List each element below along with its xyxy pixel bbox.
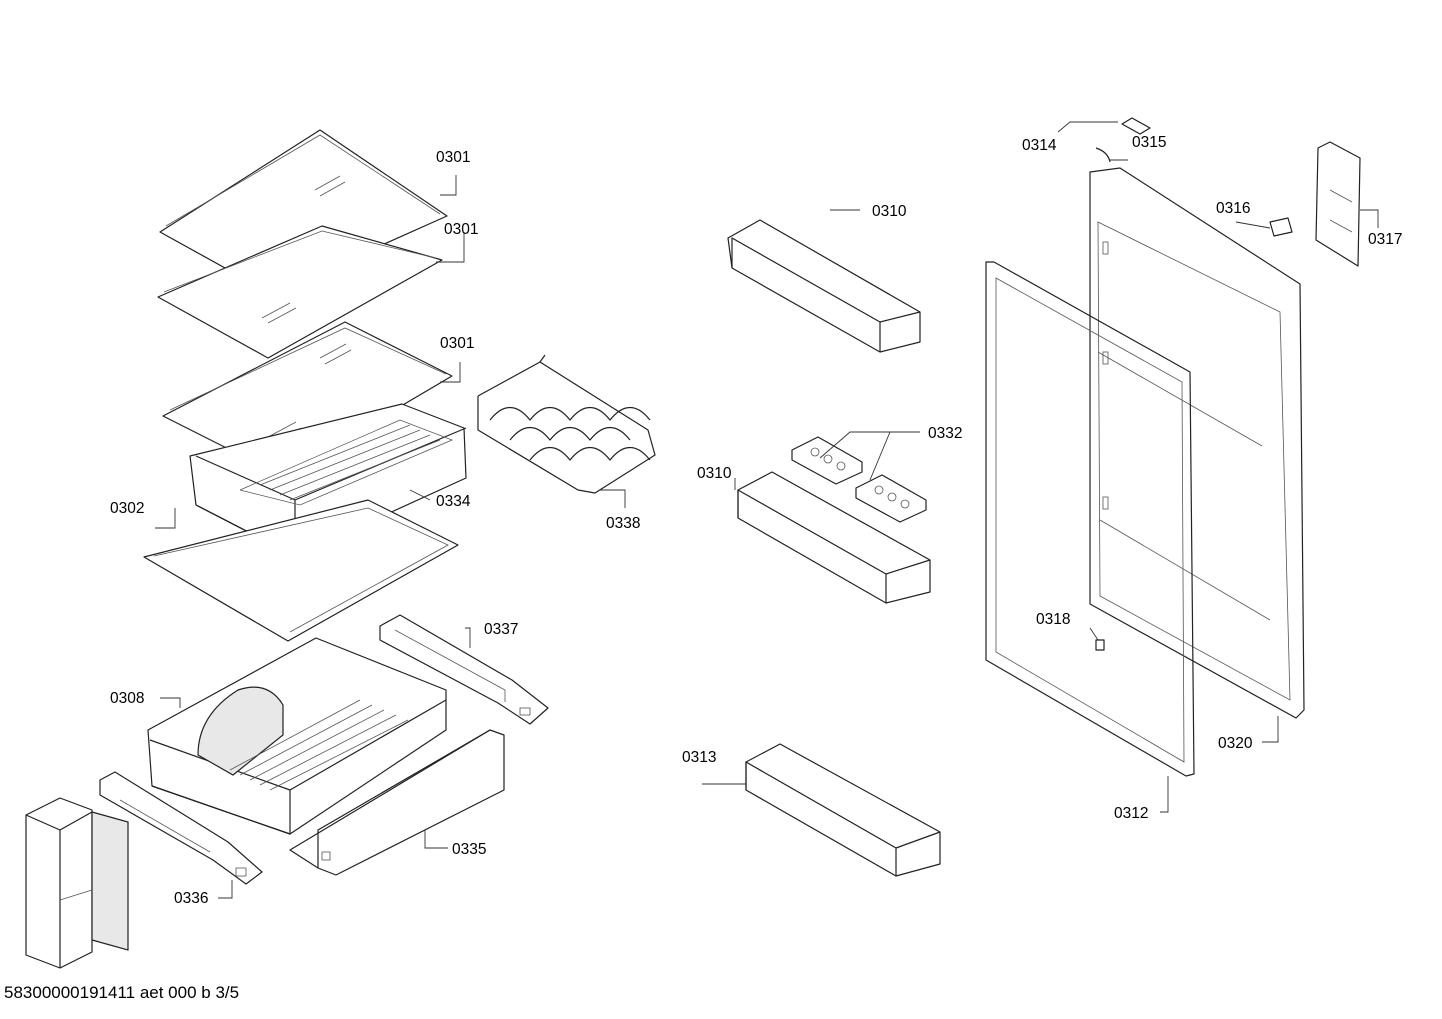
callout-0301-lower: 0301: [440, 335, 474, 352]
door-shelf-lower: [745, 743, 941, 877]
wine-rack: [477, 354, 656, 494]
callout-0320: 0320: [1218, 735, 1253, 752]
callout-0332: 0332: [928, 425, 962, 442]
callout-0338: 0338: [606, 515, 640, 532]
callout-0315: 0315: [1132, 134, 1166, 151]
callout-0318: 0318: [1036, 611, 1070, 628]
callout-0334: 0334: [436, 493, 471, 510]
drawer-front-panel: [289, 729, 505, 876]
callout-0337: 0337: [484, 621, 518, 638]
hinge-cover: [1121, 117, 1151, 135]
egg-tray-left: [791, 436, 863, 485]
callout-0335: 0335: [452, 841, 486, 858]
callout-0301-top: 0301: [436, 149, 470, 166]
callout-0308: 0308: [110, 690, 144, 707]
callout-0336: 0336: [174, 890, 208, 907]
glass-shelf-middle: [157, 225, 443, 359]
leader-lines: [155, 121, 1379, 899]
glass-shelf-bottom: [143, 499, 459, 642]
door-shelf-upper: [727, 219, 921, 353]
callout-0314: 0314: [1022, 137, 1057, 154]
callout-0316: 0316: [1216, 200, 1250, 217]
door-gasket: [985, 261, 1195, 777]
stop-block: [1269, 217, 1293, 237]
door-shelf-middle: [737, 471, 931, 604]
document-reference: 58300000191411 aet 000 b 3/5: [4, 983, 239, 1002]
callout-0310-upper: 0310: [872, 203, 907, 220]
drawer-rail: [99, 771, 263, 885]
filter-cabinet: [25, 797, 129, 969]
callout-0317: 0317: [1368, 231, 1402, 248]
callout-labels: 0301 0301 0301 0302 0334 0338 0337 0308 …: [110, 134, 1402, 907]
callout-0302: 0302: [110, 500, 144, 517]
callout-0313: 0313: [682, 749, 716, 766]
callout-0312: 0312: [1114, 805, 1148, 822]
pin: [1095, 639, 1105, 651]
shelf-rail: [379, 614, 549, 725]
callout-0310-middle: 0310: [697, 465, 732, 482]
door-inner-panel: [1089, 167, 1305, 719]
freezer-drawer: [147, 637, 447, 835]
hinge-bracket: [1315, 141, 1361, 267]
spring-clip: [1095, 147, 1111, 163]
callout-0301-middle: 0301: [444, 221, 478, 238]
egg-tray-right: [855, 474, 927, 523]
